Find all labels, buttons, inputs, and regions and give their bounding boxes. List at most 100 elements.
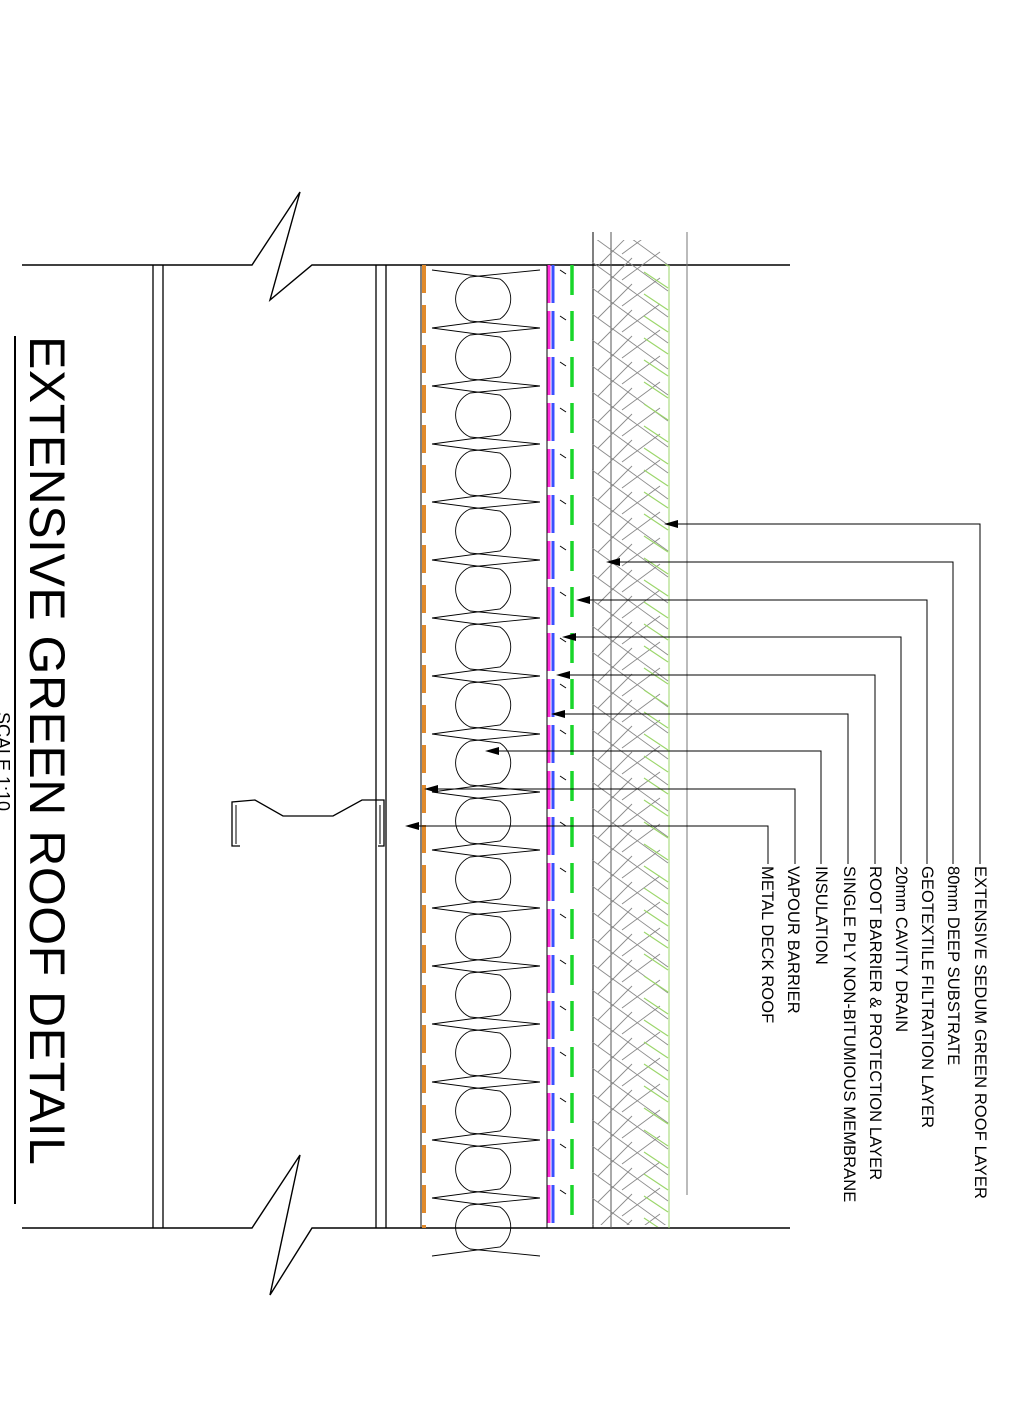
hatch-line bbox=[597, 387, 633, 423]
sedum-line bbox=[643, 909, 669, 927]
insulation-loop bbox=[431, 1023, 512, 1083]
insulation-loop bbox=[431, 617, 512, 677]
hatch-line bbox=[591, 287, 669, 344]
insulation-loop bbox=[431, 849, 512, 909]
sedum-line bbox=[643, 557, 669, 575]
hatch-line bbox=[621, 927, 661, 957]
sedum-line bbox=[643, 887, 669, 905]
hatch-line bbox=[622, 200, 660, 228]
label-single-ply-membrane: SINGLE PLY NON-BITUMIOUS MEMBRANE bbox=[840, 866, 858, 1203]
hatch-line bbox=[621, 823, 661, 853]
hatch-line bbox=[621, 1187, 661, 1217]
hatch-line bbox=[621, 303, 661, 333]
sedum-line bbox=[643, 337, 669, 355]
structure-lines bbox=[152, 265, 387, 1228]
hatch-line bbox=[621, 1161, 661, 1191]
hatch-line bbox=[591, 781, 669, 838]
hatch-line bbox=[621, 979, 661, 1009]
sedum-line bbox=[643, 469, 669, 487]
sedum-line bbox=[643, 997, 669, 1015]
hatch-line bbox=[598, 1246, 632, 1280]
hatch-line bbox=[621, 563, 661, 593]
hatch-line bbox=[597, 777, 633, 813]
hatch-line bbox=[597, 361, 633, 397]
hatch-line bbox=[626, 1219, 633, 1225]
hatch-line bbox=[622, 1240, 660, 1268]
label-root-barrier: ROOT BARRIER & PROTECTION LAYER bbox=[866, 866, 884, 1181]
drain-tick bbox=[559, 591, 567, 597]
sedum-line bbox=[643, 579, 669, 597]
drain-tick bbox=[559, 315, 567, 321]
insulation-loop bbox=[455, 501, 541, 561]
hatch-line bbox=[644, 1213, 661, 1225]
hatch-line bbox=[591, 1197, 631, 1225]
hatch-line bbox=[597, 647, 633, 683]
hatch-line bbox=[597, 439, 633, 475]
drain-tick bbox=[559, 913, 567, 919]
hatch-line bbox=[591, 911, 669, 968]
hatch-line bbox=[591, 443, 669, 500]
hatch-line bbox=[597, 959, 633, 995]
sedum-line bbox=[643, 931, 669, 949]
hatch-line bbox=[591, 339, 669, 396]
sedum-line bbox=[643, 601, 669, 619]
sedum-line bbox=[643, 359, 669, 377]
hatch-line bbox=[621, 875, 661, 905]
leader-arrowhead bbox=[551, 710, 565, 718]
sedum-line bbox=[643, 755, 669, 773]
leader-arrowhead bbox=[562, 633, 576, 641]
sedum-line bbox=[643, 1217, 659, 1227]
hatch-line bbox=[591, 989, 669, 1046]
insulation-loop bbox=[455, 269, 541, 329]
sedum-line bbox=[643, 535, 669, 553]
hatch-line bbox=[597, 725, 633, 761]
hatch-line bbox=[621, 240, 642, 255]
insulation-loop bbox=[431, 1139, 512, 1199]
hatch-line bbox=[591, 807, 669, 864]
hatch-line bbox=[597, 1141, 633, 1177]
sedum-line bbox=[643, 1019, 669, 1037]
insulation-loop bbox=[431, 443, 512, 503]
insulation-pattern bbox=[431, 269, 541, 1257]
hatch-line bbox=[621, 849, 661, 879]
hatch-line bbox=[597, 1167, 633, 1203]
leader-arrowhead bbox=[556, 671, 570, 679]
hatch-line bbox=[598, 240, 599, 241]
sedum-line bbox=[643, 293, 669, 311]
hatch-line bbox=[591, 313, 669, 370]
hatch-line bbox=[591, 521, 669, 578]
insulation-loop bbox=[431, 1197, 512, 1257]
hatch-line bbox=[597, 1011, 633, 1047]
hatch-line bbox=[621, 381, 661, 411]
sedum-line bbox=[643, 1063, 669, 1081]
insulation-loop bbox=[431, 965, 512, 1025]
drain-tick bbox=[559, 959, 567, 965]
hatch-line bbox=[591, 885, 669, 942]
leader-line bbox=[674, 523, 981, 864]
substrate-hatch bbox=[591, 200, 669, 1280]
hatch-line bbox=[591, 547, 669, 604]
insulation-loop bbox=[431, 385, 512, 445]
hatch-line bbox=[621, 485, 661, 515]
sedum-line bbox=[643, 953, 669, 971]
leader-line bbox=[495, 750, 822, 864]
drain-tick bbox=[559, 361, 567, 367]
hatch-line bbox=[597, 569, 633, 605]
hatch-line bbox=[597, 465, 633, 501]
hatch-line bbox=[591, 417, 669, 474]
hatch-line bbox=[621, 459, 661, 489]
insulation-loop bbox=[455, 791, 541, 851]
hatch-line bbox=[597, 491, 633, 527]
insulation-loop bbox=[431, 269, 512, 329]
insulation-loop bbox=[431, 675, 512, 735]
hatch-line bbox=[597, 751, 633, 787]
hatch-line bbox=[597, 1037, 633, 1073]
leader-line bbox=[586, 599, 928, 864]
leader-line bbox=[566, 674, 876, 864]
hatch-line bbox=[591, 599, 669, 656]
sedum-line bbox=[643, 777, 669, 795]
sedum-line bbox=[664, 264, 669, 267]
hatch-line bbox=[591, 1145, 669, 1202]
hatch-line bbox=[621, 719, 661, 749]
